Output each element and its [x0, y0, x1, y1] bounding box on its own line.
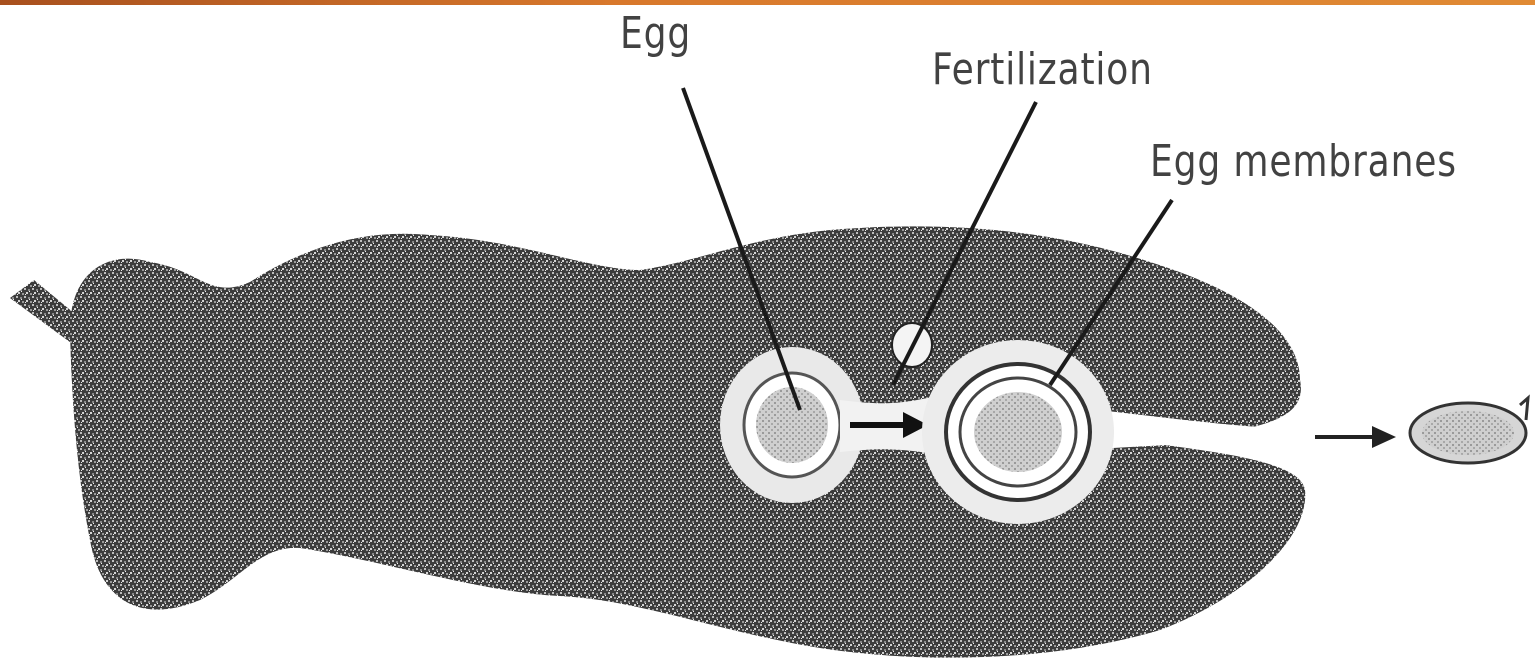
egg-left	[756, 387, 828, 463]
label-egg: Egg	[620, 12, 691, 56]
label-egg-membranes: Egg membranes	[1150, 140, 1457, 184]
exit-arrowhead	[1372, 426, 1396, 448]
label-fertilization: Fertilization	[932, 48, 1153, 92]
egg-right	[974, 392, 1062, 472]
